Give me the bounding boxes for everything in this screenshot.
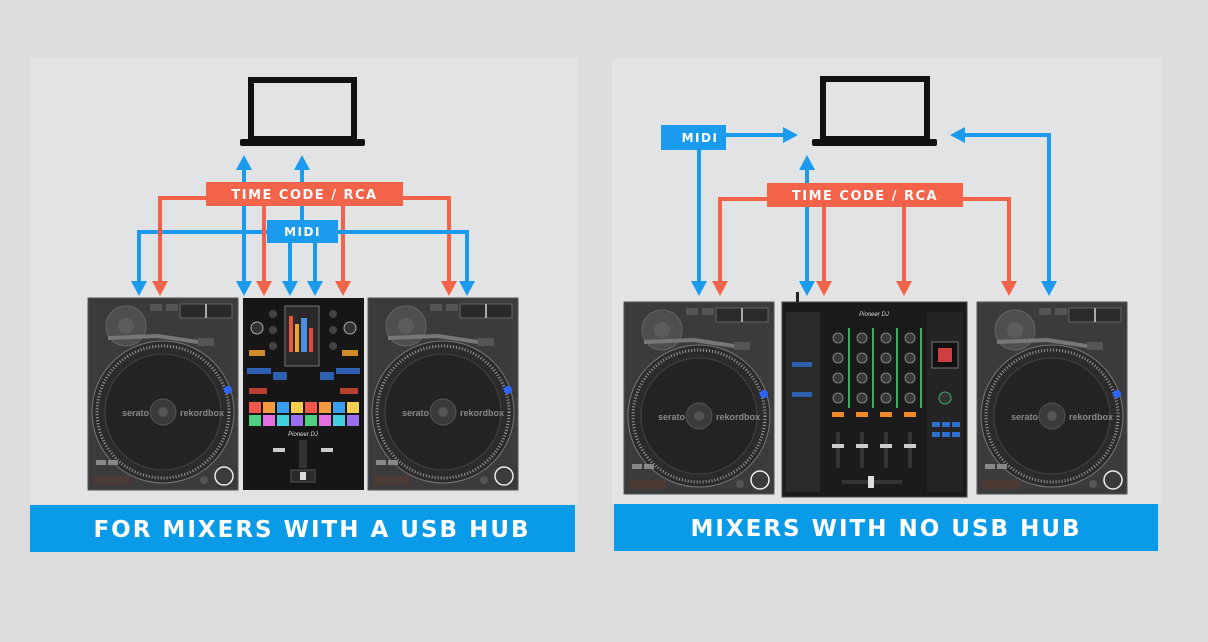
left-midi-label: MIDI — [267, 220, 338, 243]
arrowhead-down-icon — [691, 281, 707, 296]
right-timecode-line-to-right-turntable — [963, 197, 1011, 283]
rekordbox-logo: rekordbox — [460, 408, 504, 418]
serato-logo: serato — [658, 412, 686, 422]
right-timecode-line-to-left-turntable — [718, 197, 767, 283]
left-laptop-icon — [240, 77, 365, 146]
left-timecode-line-to-right-turntable — [403, 196, 451, 283]
arrowhead-down-icon — [1041, 281, 1057, 296]
arrowhead-right-icon — [783, 127, 798, 143]
right-midi-text: MIDI — [682, 131, 719, 145]
arrowhead-down-icon — [712, 281, 728, 296]
left-setup-turntable-1: serato rekordbox — [86, 296, 240, 492]
arrowhead-down-icon — [799, 281, 815, 296]
rekordbox-logo: rekordbox — [716, 412, 760, 422]
arrowhead-down-icon — [1001, 281, 1017, 296]
arrowhead-up-icon — [294, 155, 310, 170]
right-timecode-text: TIME CODE / RCA — [792, 189, 938, 204]
left-banner: FOR MIXERS WITH A USB HUB — [30, 505, 575, 552]
left-setup-mixer-2ch: Pioneer DJ — [242, 297, 365, 491]
arrowhead-down-icon — [236, 281, 252, 296]
left-timecode-text: TIME CODE / RCA — [231, 188, 377, 203]
right-setup-turntable-1: serato rekordbox — [622, 300, 776, 496]
left-midi-line-to-right-turntable — [338, 230, 469, 283]
arrowhead-down-icon — [256, 281, 272, 296]
serato-logo: serato — [122, 408, 150, 418]
rekordbox-logo: rekordbox — [1069, 412, 1113, 422]
arrowhead-down-icon — [896, 281, 912, 296]
pioneer-dj-logo: Pioneer DJ — [288, 432, 319, 438]
pioneer-dj-logo: Pioneer DJ — [859, 312, 890, 318]
arrowhead-down-icon — [307, 281, 323, 296]
left-banner-text: FOR MIXERS WITH A USB HUB — [93, 517, 530, 543]
serato-logo: serato — [1011, 412, 1039, 422]
right-timecode-label: TIME CODE / RCA — [767, 183, 963, 207]
right-banner: MIXERS WITH NO USB HUB — [614, 504, 1158, 551]
arrowhead-down-icon — [441, 281, 457, 296]
right-setup-turntable-2: serato rekordbox — [975, 300, 1129, 496]
arrowhead-down-icon — [816, 281, 832, 296]
left-midi-text: MIDI — [284, 225, 321, 239]
arrowhead-down-icon — [282, 281, 298, 296]
right-laptop-icon — [812, 76, 937, 146]
left-timecode-label: TIME CODE / RCA — [206, 182, 403, 206]
right-banner-text: MIXERS WITH NO USB HUB — [690, 516, 1081, 542]
serato-logo: serato — [402, 408, 430, 418]
arrowhead-down-icon — [131, 281, 147, 296]
arrowhead-down-icon — [335, 281, 351, 296]
arrowhead-up-icon — [799, 155, 815, 170]
right-setup-mixer-4ch: Pioneer DJ — [781, 291, 968, 498]
right-midi-label: MIDI — [661, 125, 726, 150]
arrowhead-up-icon — [236, 155, 252, 170]
right-usb-line-turntable-laptop — [963, 133, 1051, 283]
left-timecode-line-to-left-turntable — [158, 196, 206, 283]
left-setup-turntable-2: serato rekordbox — [366, 296, 520, 492]
arrowhead-down-icon — [459, 281, 475, 296]
rekordbox-logo: rekordbox — [180, 408, 224, 418]
arrowhead-left-icon — [950, 127, 965, 143]
arrowhead-down-icon — [152, 281, 168, 296]
left-midi-line-to-left-turntable — [137, 230, 267, 283]
